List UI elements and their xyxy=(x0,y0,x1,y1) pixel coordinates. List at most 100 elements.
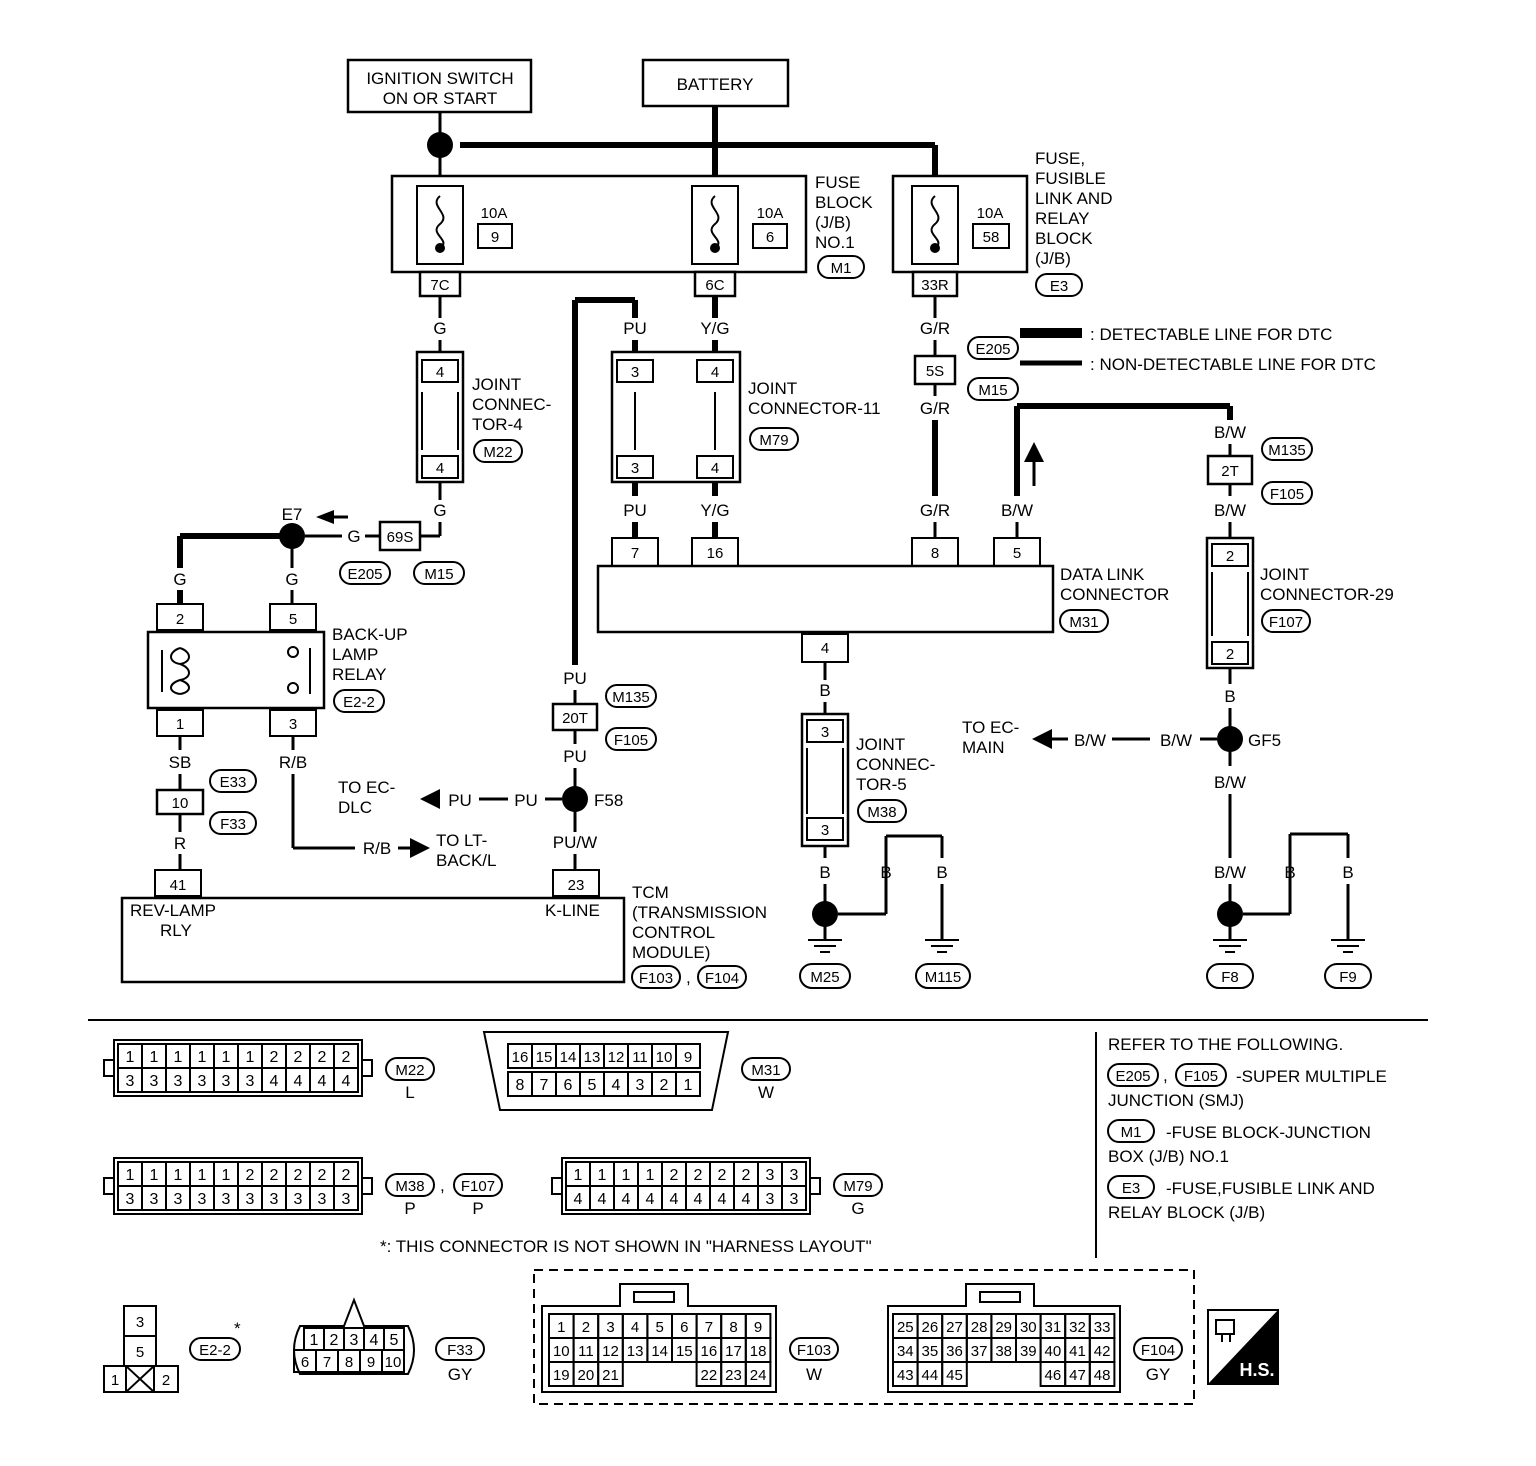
connector-pin-number: 9 xyxy=(367,1354,375,1371)
svg-text:M22: M22 xyxy=(395,1062,424,1079)
svg-text:G: G xyxy=(347,527,360,546)
svg-text:4: 4 xyxy=(821,640,829,657)
svg-text:BLOCK: BLOCK xyxy=(815,193,873,212)
connector-pin-number: 2 xyxy=(270,1167,279,1184)
svg-text:Y/G: Y/G xyxy=(700,319,729,338)
tcm: 41 23 REV-LAMP RLY K-LINE TCM (TRANSMISS… xyxy=(120,869,767,989)
svg-text:F105: F105 xyxy=(1270,486,1304,503)
connector-pin-number: 46 xyxy=(1045,1367,1062,1384)
svg-text:H.S.: H.S. xyxy=(1239,1360,1274,1380)
connector-pin-cell xyxy=(744,1361,772,1387)
connector-pin-number: 4 xyxy=(742,1191,751,1208)
connector-pin-number: 1 xyxy=(574,1167,583,1184)
svg-text:JUNCTION (SMJ): JUNCTION (SMJ) xyxy=(1108,1091,1244,1110)
svg-text:(J/B): (J/B) xyxy=(1035,249,1071,268)
connector-20t: 20T M135 F105 xyxy=(551,684,657,751)
svg-text:7: 7 xyxy=(631,545,639,562)
connector-view-m38-tag: M38 , F107 P P xyxy=(385,1173,503,1218)
svg-text:M135: M135 xyxy=(1268,442,1306,459)
svg-text:REFER TO THE FOLLOWING.: REFER TO THE FOLLOWING. xyxy=(1108,1035,1343,1054)
connector-latch xyxy=(809,1177,821,1195)
connector-pin-number: 6 xyxy=(564,1077,573,1094)
connector-view-f104-tag: F104 GY xyxy=(1133,1337,1183,1384)
connector-2t: 2T M135 F105 xyxy=(1206,437,1313,505)
connector-pin-number: 2 xyxy=(246,1167,255,1184)
connector-pin-number: 11 xyxy=(632,1049,648,1066)
svg-text:1: 1 xyxy=(176,716,184,733)
joint-connector-29: 2 2 JOINT CONNECTOR-29 F107 xyxy=(1205,536,1394,670)
svg-text:B: B xyxy=(880,863,891,882)
connector-view-m31-tag: M31 W xyxy=(741,1057,791,1102)
connector-pin-number: 1 xyxy=(246,1049,255,1066)
connector-pin-number: 4 xyxy=(718,1191,727,1208)
connector-pin-number: 3 xyxy=(246,1073,255,1090)
connector-pin-number: 17 xyxy=(725,1343,742,1360)
arrow-up-icon xyxy=(1024,442,1044,462)
connector-pin-number: 18 xyxy=(750,1343,767,1360)
svg-text:G: G xyxy=(433,501,446,520)
svg-text:GY: GY xyxy=(1146,1365,1171,1384)
ground-m115: M115 xyxy=(915,939,971,989)
connector-latch xyxy=(103,1177,115,1195)
svg-text:JOINT: JOINT xyxy=(856,735,905,754)
connector-latch xyxy=(361,1177,373,1195)
svg-text:,: , xyxy=(440,1176,445,1195)
svg-text:BACK/L: BACK/L xyxy=(436,851,496,870)
svg-text:G/R: G/R xyxy=(920,399,950,418)
svg-text:E205: E205 xyxy=(1115,1068,1150,1085)
connector-pin-number: 25 xyxy=(897,1319,914,1336)
svg-text:58: 58 xyxy=(983,229,1000,246)
svg-text:5: 5 xyxy=(136,1344,144,1361)
connector-pin-number: 2 xyxy=(294,1049,303,1066)
svg-text:: NON-DETECTABLE LINE FOR DTC: : NON-DETECTABLE LINE FOR DTC xyxy=(1090,355,1376,374)
connector-pin-number: 3 xyxy=(198,1073,207,1090)
svg-text:GY: GY xyxy=(448,1365,473,1384)
svg-text:69S: 69S xyxy=(387,529,414,546)
svg-text:E7: E7 xyxy=(282,505,303,524)
connector-pin-number: 21 xyxy=(602,1367,619,1384)
connector-view-f33-tag: F33 GY xyxy=(435,1337,485,1384)
svg-text:PU: PU xyxy=(623,501,647,520)
svg-text:PU: PU xyxy=(563,747,587,766)
svg-text:5: 5 xyxy=(289,611,297,628)
connector-pin-number: 1 xyxy=(198,1167,207,1184)
svg-text:IGNITION SWITCH: IGNITION SWITCH xyxy=(366,69,513,88)
svg-text:R/B: R/B xyxy=(279,753,307,772)
svg-text:-FUSE BLOCK-JUNCTION: -FUSE BLOCK-JUNCTION xyxy=(1166,1123,1371,1142)
svg-text:B: B xyxy=(1224,687,1235,706)
connector-pin-number: 1 xyxy=(150,1049,159,1066)
arrow-right-icon xyxy=(410,838,430,858)
connector-pin-number: 4 xyxy=(612,1077,621,1094)
connector-pin-number: 3 xyxy=(636,1077,645,1094)
connector-pin-number: 30 xyxy=(1020,1319,1037,1336)
connector-pin-number: 1 xyxy=(222,1049,231,1066)
connector-view-e2-2: 3 5 1 2 E2-2 * xyxy=(103,1305,241,1393)
connector-pin-number: 3 xyxy=(318,1191,327,1208)
connector-pin-number: 3 xyxy=(174,1073,183,1090)
svg-text:2: 2 xyxy=(162,1372,170,1389)
svg-text:B/W: B/W xyxy=(1214,863,1246,882)
connector-pin-number: 14 xyxy=(651,1343,668,1360)
svg-text:9: 9 xyxy=(491,229,499,246)
svg-text:(TRANSMISSION: (TRANSMISSION xyxy=(632,903,767,922)
connector-pin-number: 39 xyxy=(1020,1343,1037,1360)
svg-text:GF5: GF5 xyxy=(1248,731,1281,750)
connector-pin-number: 19 xyxy=(553,1367,570,1384)
connector-view-f103-tag: F103 W xyxy=(789,1337,839,1384)
svg-text:CONNECTOR: CONNECTOR xyxy=(1060,585,1169,604)
svg-text:P: P xyxy=(472,1199,483,1218)
refer-section: REFER TO THE FOLLOWING. E205 , F105 -SUP… xyxy=(1107,1035,1387,1222)
battery-box: BATTERY xyxy=(641,58,790,108)
svg-text:ON OR START: ON OR START xyxy=(383,89,498,108)
arrow-left-icon xyxy=(316,510,334,524)
connector-pin-number: 1 xyxy=(198,1049,207,1066)
connector-pin-number: 12 xyxy=(608,1049,625,1066)
ground-f9: F9 xyxy=(1324,939,1372,989)
connector-pin-number: 10 xyxy=(656,1049,673,1066)
connector-pin-number: 1 xyxy=(684,1077,693,1094)
svg-text:7C: 7C xyxy=(430,277,449,294)
harness-icon xyxy=(1215,1319,1235,1335)
svg-text:BOX (J/B) NO.1: BOX (J/B) NO.1 xyxy=(1108,1147,1229,1166)
svg-text:CONTROL: CONTROL xyxy=(632,923,715,942)
